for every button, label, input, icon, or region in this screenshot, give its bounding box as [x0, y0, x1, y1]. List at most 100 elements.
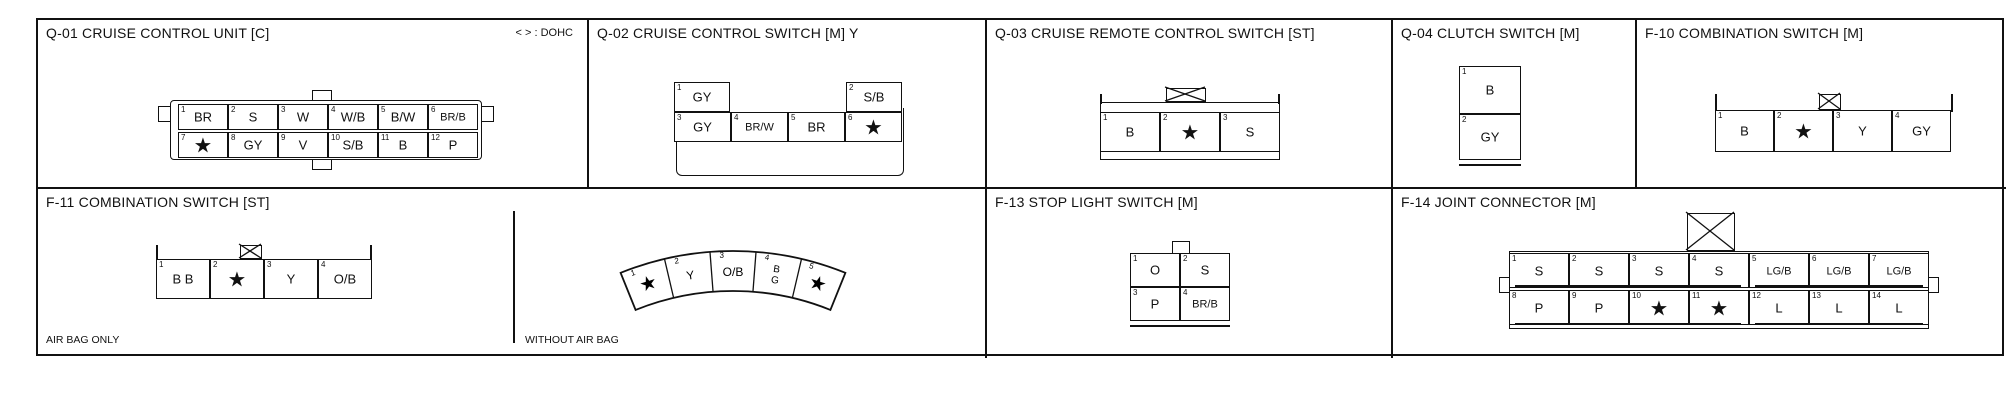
- f11-arc-divider: [663, 258, 675, 299]
- f14-pin-color: S: [1654, 263, 1664, 279]
- f13-pin-color: S: [1200, 262, 1210, 278]
- f14-pin-color: P: [1594, 300, 1604, 316]
- f10-pin-color: GY: [1912, 123, 1931, 139]
- f11-pin-color: O/B: [333, 271, 357, 287]
- q01-pin-color: W: [296, 109, 310, 125]
- q03-pin-color: ★: [1181, 122, 1199, 143]
- q01-pin-color: V: [298, 137, 308, 153]
- f11-post-right: [370, 245, 372, 261]
- f14-pin-color: S: [1714, 263, 1724, 279]
- q02-pin-number: 4: [734, 113, 739, 122]
- f14-underline-4: [1755, 323, 1923, 325]
- q01-pin-number: 12: [431, 133, 440, 142]
- f10-pin-color: B: [1740, 123, 1749, 139]
- cell-q01: Q-01 CRUISE CONTROL UNIT [C] < > : DOHC …: [38, 20, 589, 189]
- f11-without-note: WITHOUT AIR BAG: [525, 334, 619, 346]
- f14-pin-color: ★: [1710, 298, 1728, 319]
- q02-pin-number: 5: [791, 113, 796, 122]
- f11-arc-body: [619, 250, 847, 312]
- f13-title: F-13 STOP LIGHT SWITCH [M]: [995, 194, 1198, 210]
- q02-pin-color: S/B: [863, 89, 885, 105]
- q04-title: Q-04 CLUTCH SWITCH [M]: [1401, 25, 1580, 41]
- q03-pin-2: 2★: [1160, 112, 1220, 152]
- f11-arc-divider: [791, 258, 803, 299]
- f14-pin-number: 12: [1752, 291, 1761, 300]
- q01-pin-color: P: [448, 137, 458, 153]
- f14-pin-number: 14: [1872, 291, 1881, 300]
- f13-pin-number: 2: [1183, 254, 1188, 263]
- q02-pin-color: GY: [693, 119, 712, 135]
- f14-pin-color: S: [1594, 263, 1604, 279]
- f11-title: F-11 COMBINATION SWITCH [ST]: [46, 194, 270, 210]
- f11-arc-pin-number: 4: [764, 253, 770, 263]
- f11-pin-color: ★: [228, 269, 246, 290]
- f11-arc-pin-number: 1: [630, 268, 637, 278]
- f11-post-left: [156, 245, 158, 261]
- q02-pin-number: 2: [849, 83, 854, 92]
- f14-pin-color: LG/B: [1766, 265, 1792, 278]
- f14-pin-color: LG/B: [1886, 265, 1912, 278]
- q01-pin-12: 12 P: [428, 132, 478, 158]
- q01-pin-1: 1 BR: [178, 104, 228, 130]
- f10-pin-number: 4: [1895, 111, 1900, 120]
- f11-arc-pin-number: 2: [674, 256, 680, 266]
- q02-title: Q-02 CRUISE CONTROL SWITCH [M] Y: [597, 25, 859, 41]
- q03-title: Q-03 CRUISE REMOTE CONTROL SWITCH [ST]: [995, 25, 1315, 41]
- f14-pin-10: 10★: [1629, 290, 1689, 325]
- f14-pin-number: 3: [1632, 254, 1637, 263]
- q01-pin-number: 1: [181, 105, 186, 114]
- q01-pin-7: 7★: [178, 132, 228, 158]
- f14-latch-right: [1929, 277, 1939, 293]
- f13-pin-number: 1: [1133, 254, 1138, 263]
- q02-pin-color: BR: [807, 119, 826, 135]
- f14-pin-color: ★: [1650, 298, 1668, 319]
- f14-pin-number: 1: [1512, 254, 1517, 263]
- q01-pin-color: ★: [194, 135, 212, 156]
- q01-pin-color: BR: [193, 109, 213, 125]
- f11-pin-number: 4: [321, 260, 326, 269]
- f14-latch-left: [1499, 277, 1509, 293]
- f14-underline-2: [1755, 285, 1923, 287]
- q01-latch-right: [480, 106, 494, 122]
- q01-lock-top: [312, 90, 332, 100]
- q01-pin-number: 11: [381, 133, 390, 142]
- f11-pin-number: 2: [213, 260, 218, 269]
- q01-pin-number: 9: [281, 133, 286, 142]
- q02-pin-color: BR/W: [745, 121, 774, 134]
- q02-pin-color: GY: [692, 89, 712, 105]
- f11-key-icon: [238, 243, 262, 259]
- f14-pin-color: LG/B: [1826, 265, 1852, 278]
- q03-key-icon: [1164, 86, 1206, 102]
- f11-arc-divider: [709, 251, 714, 292]
- q03-post-left: [1100, 94, 1102, 104]
- f14-pin-number: 9: [1572, 291, 1577, 300]
- q01-pin-color: S: [248, 109, 258, 125]
